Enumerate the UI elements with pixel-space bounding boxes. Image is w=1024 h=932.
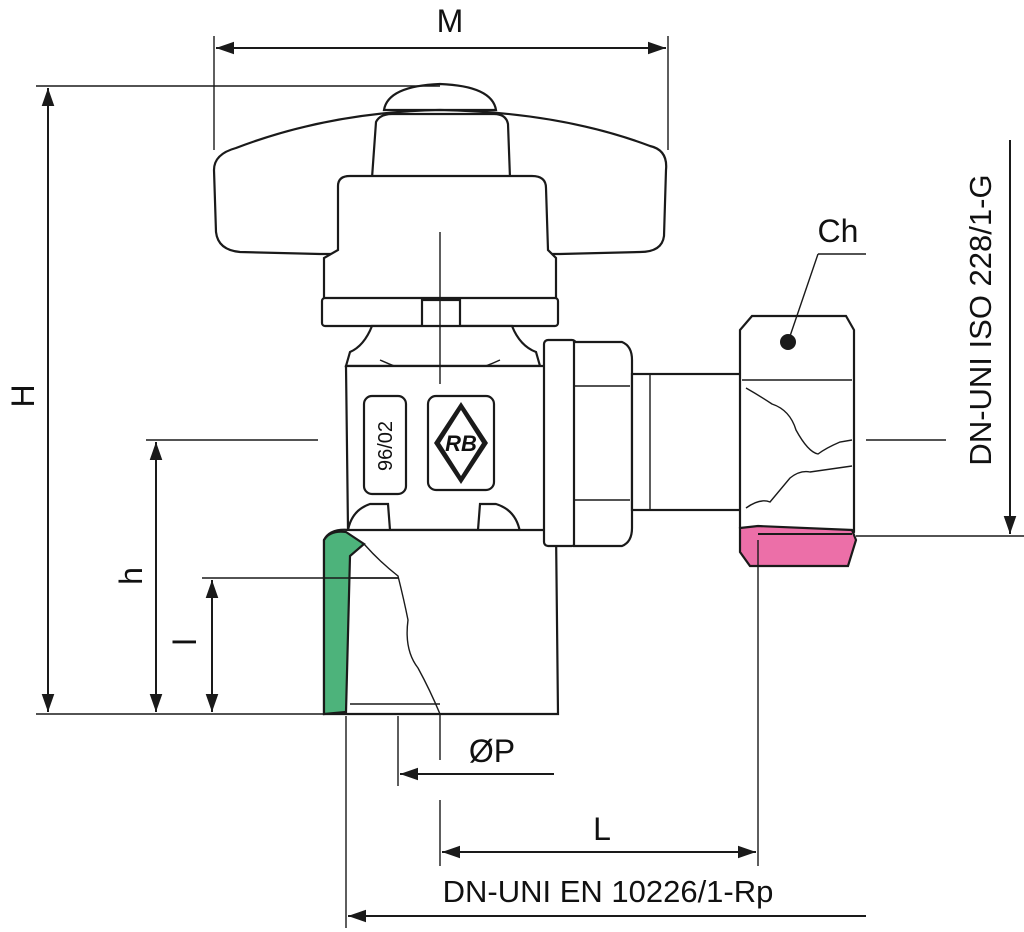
dimension-labels: M H h l Ch ØP L DN-UNI ISO 228/1-G DN-UN…	[5, 3, 998, 909]
valve-neck	[344, 324, 542, 368]
inlet-cutaway	[349, 543, 441, 716]
date-code-text: 96/02	[375, 421, 397, 471]
valve-lower-body	[322, 528, 560, 716]
handle-hub	[370, 112, 512, 180]
nut-cutaway	[745, 387, 853, 455]
valve-body-group: 96/02 RB	[212, 82, 946, 716]
label-L: L	[593, 811, 611, 847]
date-code-box	[362, 394, 408, 496]
outlet-thread-highlight	[738, 524, 858, 568]
outlet-pipe	[630, 372, 746, 512]
logo-emblem: RB	[434, 402, 488, 484]
label-l: l	[167, 638, 203, 645]
label-h: h	[113, 567, 149, 585]
dimension-lines	[36, 36, 1024, 928]
label-inlet-standard: DN-UNI EN 10226/1-Rp	[443, 874, 774, 909]
label-H: H	[5, 384, 41, 407]
nut-cutaway-lower	[745, 465, 853, 509]
outlet-hex-coupling	[572, 340, 634, 548]
outlet-hex-nut	[738, 314, 856, 542]
ch-leader	[787, 253, 819, 343]
label-M: M	[437, 3, 464, 39]
inlet-thread-highlight	[322, 530, 366, 716]
outlet-flange	[542, 338, 578, 548]
label-P: ØP	[469, 733, 515, 769]
label-outlet-standard: DN-UNI ISO 228/1-G	[963, 174, 998, 465]
logo-letters: RB	[445, 431, 477, 456]
handle-knob	[382, 82, 498, 112]
label-Ch: Ch	[818, 213, 859, 249]
